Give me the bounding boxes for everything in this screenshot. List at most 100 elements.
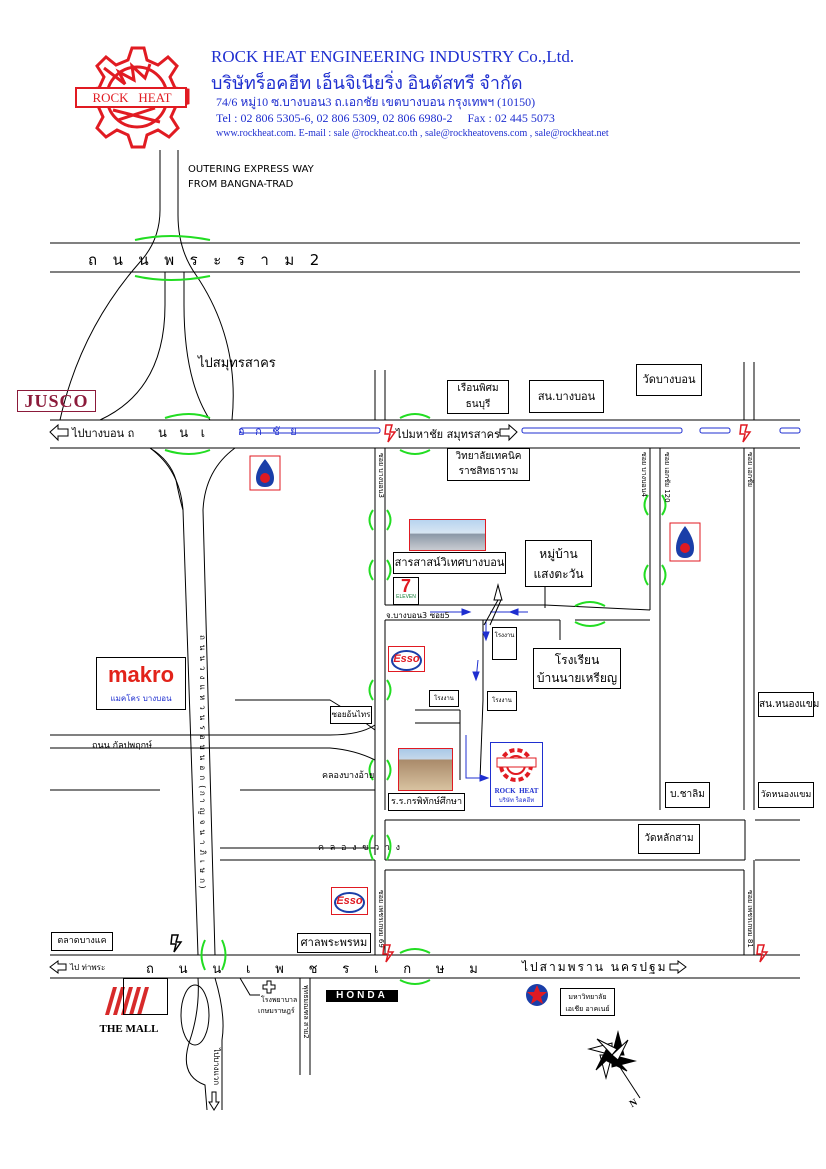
esso-text-2: Esso bbox=[334, 892, 365, 913]
soi-phetkasem81-label: ซอย เพชรเกษม 81 bbox=[746, 890, 754, 948]
seven-eleven-text: ELEVEN bbox=[396, 594, 416, 600]
tech-college-line1: วิทยาลัยเทคนิค bbox=[455, 451, 522, 462]
ruan-phisom-line2: ธนบุรี bbox=[465, 399, 491, 410]
factory-text-2: โรงงาน bbox=[434, 695, 454, 702]
school-kraisak-photo bbox=[398, 748, 453, 791]
soi-bangbon4-label: ซอย บางบอน4 bbox=[640, 452, 648, 497]
tech-college-box: วิทยาลัยเทคนิค ราชสิทธาราม bbox=[447, 448, 530, 481]
bangbon3-soi5-label: จ.บางบอน3 ซอย5 bbox=[386, 611, 450, 620]
chalim-text: บ.ชาลิม bbox=[670, 789, 705, 800]
university-line1: มหาวิทยาลัย bbox=[568, 993, 607, 1001]
university-line2: เอเชีย อาคเนย์ bbox=[565, 1005, 610, 1013]
tech-college-line2: ราชสิทธาราม bbox=[458, 466, 519, 477]
the-mall-logo: THE MALL bbox=[99, 985, 159, 1037]
esso-text-1: Esso bbox=[391, 650, 422, 671]
phetkasem-road-label: ถ น น เ พ ช ร เ ก ษ ม bbox=[146, 962, 478, 977]
wat-bangbon-text: วัดบางบอน bbox=[642, 373, 696, 386]
wat-nong-khaem-box: วัดหนองแขม bbox=[758, 782, 814, 808]
factory-box-2: โรงงาน bbox=[429, 690, 459, 707]
makro-logo-text: makro bbox=[107, 662, 175, 687]
school-nairia-line1: โรงเรียน bbox=[554, 653, 600, 667]
outer-expressway-label-1: OUTERING EXPRESS WAY bbox=[188, 164, 314, 175]
soi-bangbon3-label: ซอย บางบอน3 bbox=[377, 453, 385, 498]
university-box: มหาวิทยาลัย เอเชีย อาคเนย์ bbox=[560, 988, 615, 1016]
jusco-text: JUSCO bbox=[24, 391, 89, 411]
company-web-email: www.rockheat.com. E-mail : sale @rockhea… bbox=[216, 128, 609, 139]
esso-logo-2: Esso bbox=[331, 887, 368, 915]
company-name-en: ROCK HEAT ENGINEERING INDUSTRY Co.,Ltd. bbox=[211, 47, 575, 66]
soi-ekachai-label: ซอย เอกชัย bbox=[746, 452, 754, 487]
rock-heat-dest-label: ROCK HEAT bbox=[494, 787, 539, 795]
ruan-phisom-line1: เรือนพิศม bbox=[457, 383, 499, 394]
to-mahachai-label: ไปมหาชัย สมุทรสาคร bbox=[396, 428, 500, 441]
the-mall-text: THE MALL bbox=[99, 1023, 159, 1035]
soi-ekachai120-label: ซอย เอกชัย 120 bbox=[663, 452, 671, 503]
rock-heat-logo bbox=[75, 46, 190, 149]
jusco-logo: JUSCO bbox=[17, 390, 96, 412]
school-kraisak-text: ร.ร.กรพิทักษ์ศึกษา bbox=[390, 797, 463, 807]
the-mall-icon bbox=[105, 987, 149, 1015]
company-name-th: บริษัทร็อคฮีท เอ็นจิเนียริ่ง อินดัสทรี จ… bbox=[211, 73, 523, 93]
soi-anchai-box: ซอยอ้นไทร bbox=[330, 706, 372, 724]
outer-expressway-label-2: FROM BANGNA-TRAD bbox=[188, 179, 294, 190]
logo-text: ROCK HEAT bbox=[92, 90, 172, 105]
makro-thai-text: แมคโคร บางบอน bbox=[110, 694, 172, 703]
district-office-box: สน.บางบอน bbox=[529, 380, 604, 413]
sala-phra-phrom-box: ศาลพระพรหม bbox=[297, 933, 371, 953]
factory-text-1: โรงงาน bbox=[494, 632, 515, 639]
rock-heat-gear-icon bbox=[496, 748, 537, 782]
village-line1: หมู่บ้าน bbox=[539, 547, 578, 561]
school-wiset-text: สารสาสน์วิเทศบางบอน bbox=[394, 556, 505, 569]
esso-logo-1: Esso bbox=[388, 646, 425, 672]
hospital-line2: เกษมราษฎร์ bbox=[258, 1007, 295, 1015]
chalim-box: บ.ชาลิม bbox=[665, 782, 710, 808]
ruan-phisom-box: เรือนพิศม ธนบุรี bbox=[447, 380, 509, 414]
school-wiset-box: สารสาสน์วิเทศบางบอน bbox=[393, 552, 506, 574]
seven-eleven-number: 7 bbox=[400, 576, 411, 596]
khlong-bang-oi-label: คลองบางอ้าย bbox=[322, 771, 375, 781]
sala-phra-phrom-text: ศาลพระพรหม bbox=[300, 936, 368, 949]
to-thapra-label: ไป ท่าพระ bbox=[70, 963, 106, 972]
hospital-line1: โรงพยาบาล bbox=[261, 996, 298, 1004]
seven-eleven-logo: 7 ELEVEN bbox=[393, 577, 419, 605]
nong-khaem-police-box: สน.หนองแขม bbox=[758, 692, 819, 717]
ekachai-road-label: น น เ bbox=[158, 426, 206, 441]
market-bangkhae-box: ตลาดบางแค bbox=[51, 932, 113, 951]
market-bangkhae-text: ตลาดบางแค bbox=[57, 936, 107, 946]
ekachai-road-tail: อ ก ชั ย bbox=[238, 425, 297, 438]
soi-phutthamonthon2-label: พุทธมณฑล สาย2 bbox=[302, 985, 310, 1039]
school-wiset-photo bbox=[409, 519, 486, 551]
wat-nong-khaem-text: วัดหนองแขม bbox=[760, 790, 812, 800]
company-phone: Tel : 02 806 5305-6, 02 806 5309, 02 806… bbox=[216, 111, 555, 125]
the-mall-outline bbox=[123, 978, 168, 1015]
rock-heat-dest-th: บริษัท ร็อคฮีท bbox=[498, 797, 535, 804]
honda-logo: HONDA bbox=[326, 990, 398, 1002]
to-samutsakhon-label: ไปสมุทรสาคร bbox=[198, 356, 276, 371]
to-sampran-label: ไปสามพราน นครปฐม bbox=[522, 960, 668, 974]
ekachai-west-label: ไปบางบอน ถ bbox=[72, 427, 135, 440]
factory-box-1: โรงงาน bbox=[492, 627, 517, 660]
soi-anchai-text: ซอยอ้นไทร bbox=[331, 710, 371, 719]
factory-text-3: โรงงาน bbox=[492, 697, 512, 704]
rama2-road-label: ถ น น พ ร ะ ร า ม 2 bbox=[88, 251, 322, 269]
school-nairia-line2: บ้านนายเหรียญ bbox=[536, 671, 618, 685]
nong-khaem-police-text: สน.หนองแขม bbox=[759, 699, 820, 710]
wat-bangbon-box: วัดบางบอน bbox=[636, 364, 702, 396]
wat-lak-sam-box: วัดหลักสาม bbox=[638, 824, 700, 854]
village-line2: แสงตะวัน bbox=[533, 567, 584, 581]
soi-phetkasem69-label: ซอย เพชรเกษม 69 bbox=[377, 890, 385, 948]
school-nairia-box: โรงเรียน บ้านนายเหรียญ bbox=[533, 648, 621, 689]
makro-box: makro แมคโคร บางบอน bbox=[96, 657, 186, 710]
district-office-text: สน.บางบอน bbox=[537, 390, 596, 403]
to-bang-waek-label: ไปบางแวก bbox=[212, 1048, 221, 1086]
wat-lak-sam-text: วัดหลักสาม bbox=[644, 833, 694, 844]
company-address: 74/6 หมู่10 ซ.บางบอน3 ถ.เอกชัย เขตบางบอน… bbox=[216, 95, 536, 109]
